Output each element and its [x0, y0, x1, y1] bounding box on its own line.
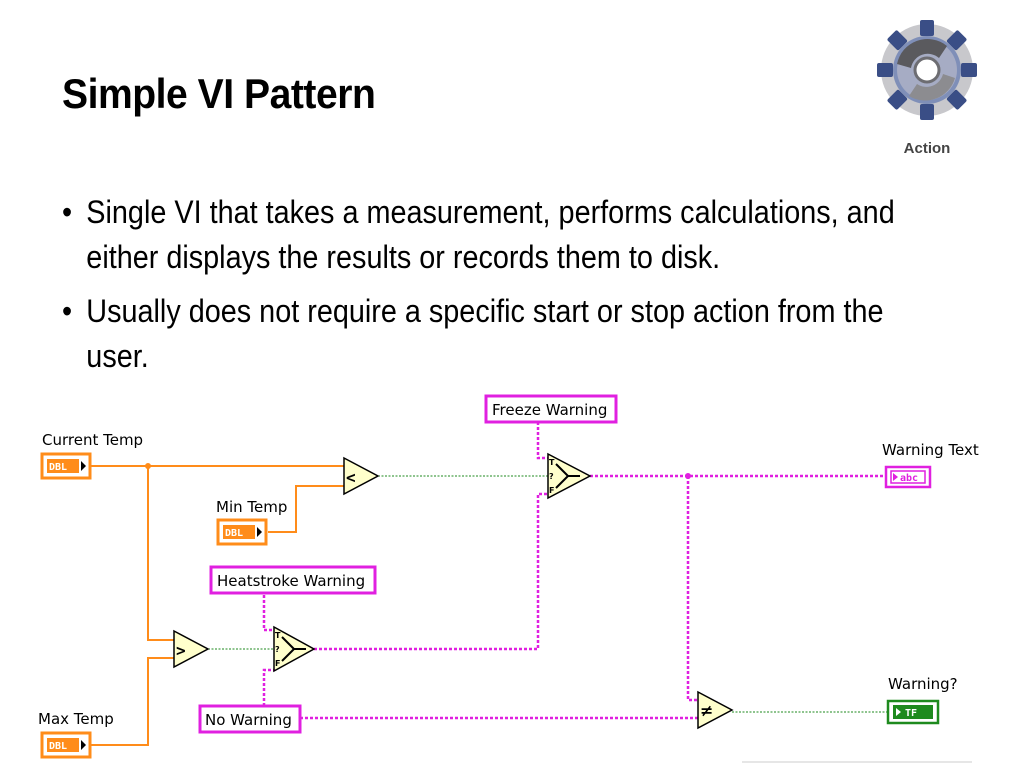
wire-junction [685, 473, 691, 479]
bullet-text: Single VI that takes a measurement, perf… [86, 194, 895, 275]
warning-bool-label: Warning? [888, 675, 958, 693]
tf-text: TF [905, 708, 917, 719]
select-true-mark: T [275, 631, 281, 640]
action-badge: Action [872, 8, 982, 163]
wire-min-temp [268, 485, 344, 533]
no-warning-constant[interactable]: No Warning [198, 704, 302, 734]
bullet-text: Usually does not require a specific star… [86, 293, 884, 374]
current-temp-terminal[interactable]: Current Temp DBL [40, 431, 143, 480]
not-equal-node[interactable]: ≠ [697, 690, 734, 730]
min-temp-terminal[interactable]: Min Temp DBL [216, 498, 287, 546]
max-temp-terminal[interactable]: Max Temp DBL [38, 710, 114, 759]
min-temp-label: Min Temp [216, 498, 287, 516]
dbl-text: DBL [49, 462, 67, 473]
no-warning-text: No Warning [205, 711, 292, 729]
wire-heat-select-out [314, 492, 548, 651]
select-false-mark: F [275, 659, 280, 668]
bullet-item: •Usually does not require a specific sta… [62, 289, 986, 379]
greater-than-symbol: > [176, 641, 186, 660]
dbl-text: DBL [225, 528, 243, 539]
warning-text-label: Warning Text [882, 441, 979, 459]
freeze-warning-constant[interactable]: Freeze Warning [484, 394, 618, 424]
warning-text-indicator[interactable]: Warning Text abc [882, 441, 979, 489]
wire-heatstroke-warning [262, 595, 274, 632]
greater-than-node[interactable]: > [173, 629, 210, 669]
block-diagram: Current Temp DBL Min Temp DBL Max Temp D… [38, 394, 979, 763]
heatstroke-select-node[interactable]: T ? F [273, 625, 316, 673]
string-wires [262, 422, 886, 720]
wire-max-temp [90, 657, 174, 746]
dbl-text: DBL [49, 741, 67, 752]
select-question-mark: ? [275, 645, 280, 654]
gear-icon [877, 20, 977, 120]
wire-freeze-warning [536, 422, 548, 460]
select-true-mark: T [549, 458, 555, 467]
numeric-wires [90, 465, 344, 746]
bullet-list: •Single VI that takes a measurement, per… [62, 190, 962, 388]
freeze-warning-text: Freeze Warning [492, 401, 607, 419]
select-question-mark: ? [549, 472, 554, 481]
less-than-node[interactable]: < [343, 456, 380, 496]
warning-bool-indicator[interactable]: Warning? TF [886, 675, 958, 725]
freeze-select-node[interactable]: T ? F [547, 452, 592, 500]
abc-text: abc [900, 473, 918, 484]
not-equal-symbol: ≠ [700, 701, 713, 720]
heatstroke-warning-text: Heatstroke Warning [217, 572, 365, 590]
max-temp-label: Max Temp [38, 710, 114, 728]
heatstroke-warning-constant[interactable]: Heatstroke Warning [209, 565, 377, 595]
wire-junction [145, 463, 151, 469]
less-than-symbol: < [346, 468, 356, 487]
current-temp-label: Current Temp [42, 431, 143, 449]
wire-to-not-equal [686, 476, 698, 702]
slide-title: Simple VI Pattern [62, 70, 376, 117]
wire-current-temp-branch [147, 466, 174, 641]
select-false-mark: F [549, 486, 554, 495]
wire-no-warning [262, 668, 274, 706]
bullet-item: •Single VI that takes a measurement, per… [62, 190, 986, 280]
action-label: Action [903, 140, 951, 157]
boolean-wires [208, 475, 888, 713]
